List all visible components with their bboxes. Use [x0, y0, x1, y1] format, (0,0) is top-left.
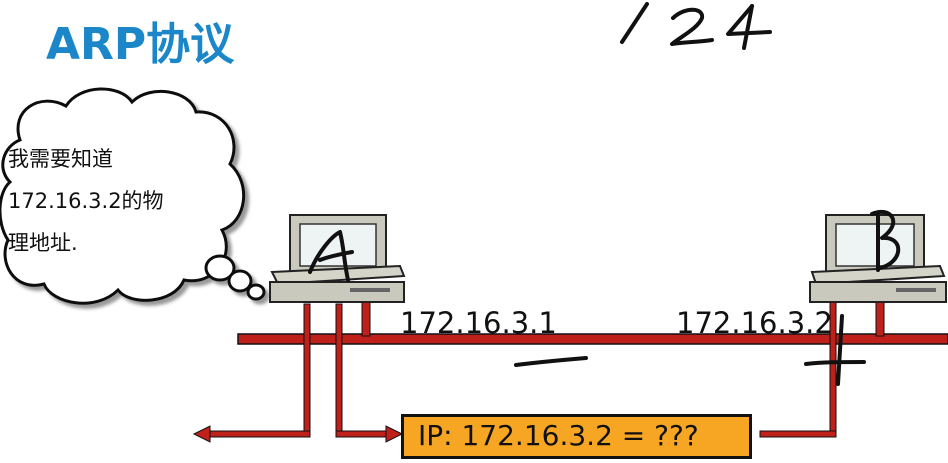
host-b-computer-icon — [809, 214, 947, 303]
host-a-computer-icon — [269, 214, 406, 303]
page-title: ARP协议 — [46, 19, 235, 70]
bubble-line-3: 理地址. — [8, 231, 78, 255]
host-b-ip: 172.16.3.2 — [676, 306, 833, 340]
host-a-ip: 172.16.3.1 — [400, 306, 557, 340]
handwritten-plus — [804, 314, 866, 386]
handwritten-dash — [514, 356, 588, 367]
handwritten-mark-a — [308, 230, 354, 282]
host-a-links — [303, 299, 371, 435]
arp-request-label: IP: 172.16.3.2 = ??? — [418, 419, 699, 452]
thought-bubble-text: 我需要知道 172.16.3.2的物 理地址. — [8, 138, 208, 264]
left-arrow — [192, 425, 311, 443]
network-bus — [237, 333, 948, 345]
bubble-line-2: 172.16.3.2的物 — [8, 189, 164, 213]
arp-request-packet — [401, 414, 752, 459]
handwritten-note-24 — [620, 2, 772, 50]
handwritten-mark-b — [870, 209, 901, 272]
right-arrow — [335, 425, 404, 443]
bubble-line-1: 我需要知道 — [8, 147, 113, 171]
thought-bubble — [0, 87, 266, 305]
